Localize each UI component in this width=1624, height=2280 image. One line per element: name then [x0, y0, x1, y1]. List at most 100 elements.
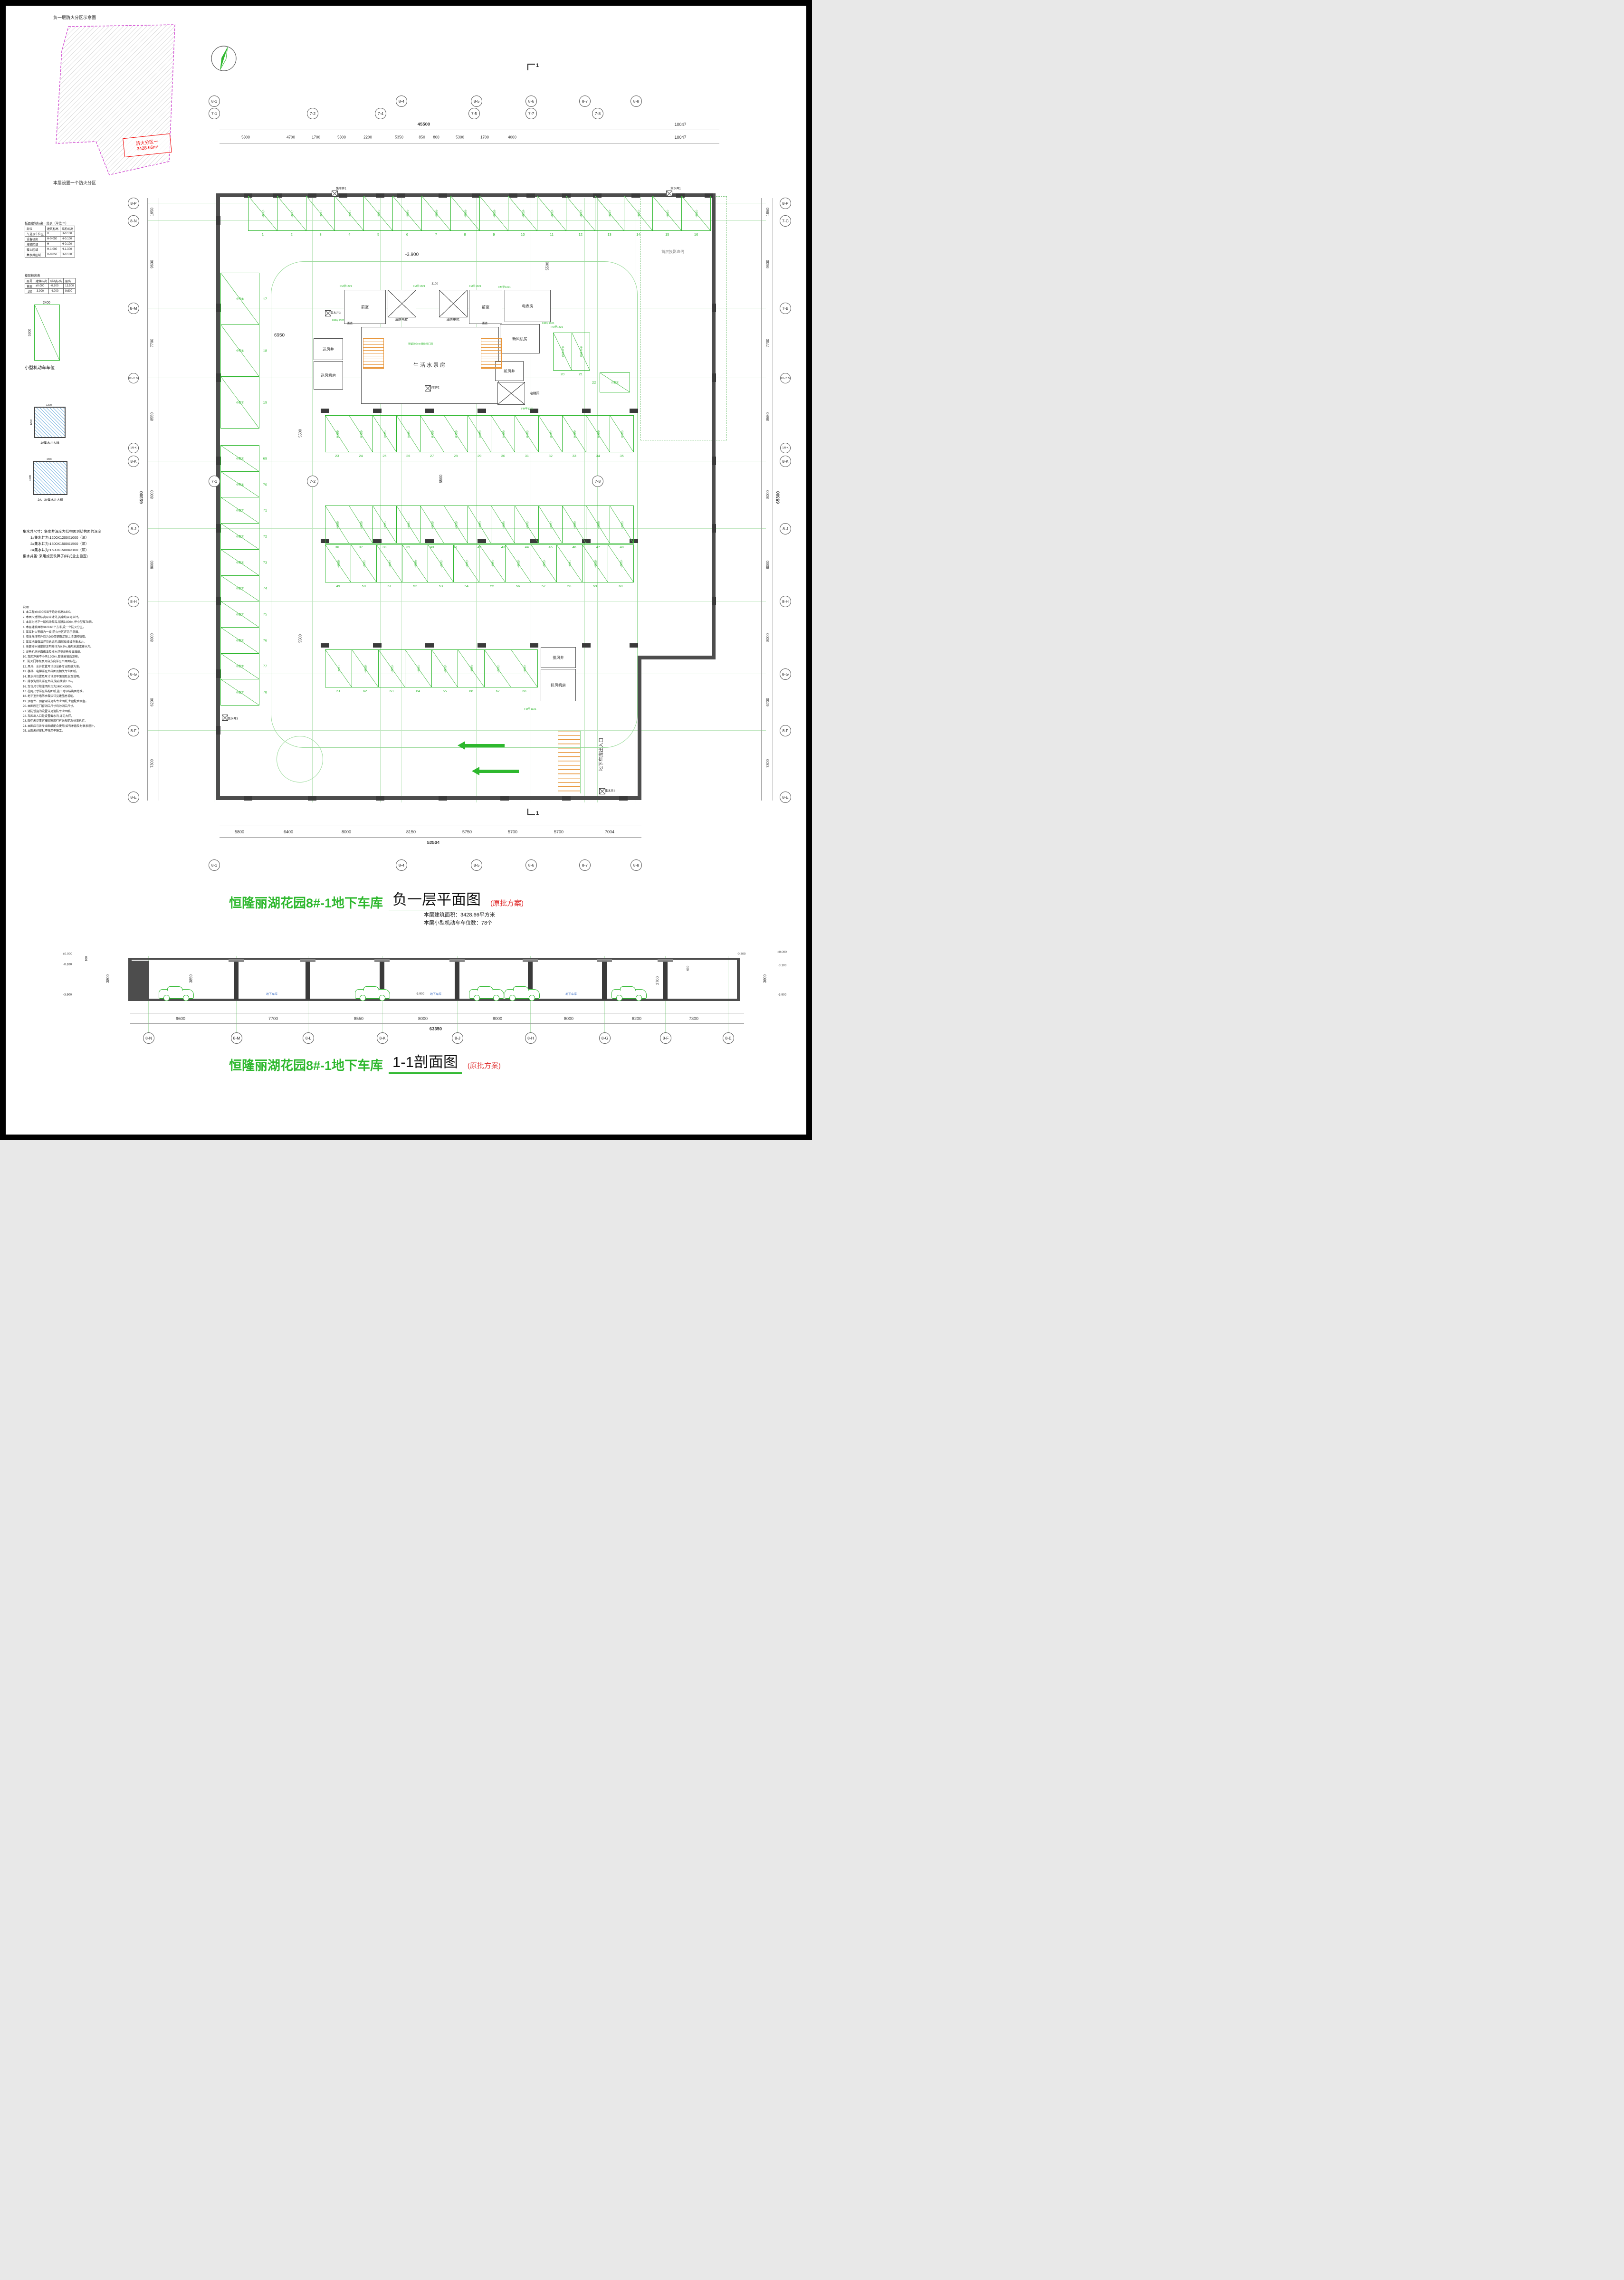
- column: [593, 193, 602, 198]
- stall-number: 51: [387, 584, 392, 588]
- section-floor-label: 地下车库: [565, 993, 577, 996]
- grid-bubble: 8-H: [525, 1032, 536, 1044]
- plan-label: 5500: [298, 634, 303, 643]
- stair-hatch: [481, 338, 502, 369]
- parking-stall: 小型车39: [396, 506, 420, 549]
- stall-number: 50: [362, 584, 366, 588]
- car-wheel-icon: [529, 995, 535, 1001]
- stall-number: 22: [592, 380, 596, 385]
- dimension-label: 5700: [507, 830, 518, 834]
- table-cell: -3.900: [34, 288, 49, 294]
- column: [216, 726, 220, 735]
- wall: [216, 193, 220, 800]
- dimension-label: 65300: [139, 491, 144, 504]
- stall-number: 59: [593, 584, 597, 588]
- project-name: 恒隆丽湖花园8#-1地下车库: [229, 1059, 383, 1073]
- column: [478, 409, 486, 413]
- wall: [638, 656, 641, 800]
- grid-bubble: 8-E: [128, 792, 139, 803]
- grid-bubble: 7-1: [209, 476, 220, 487]
- table-cell: 坡道区域: [24, 241, 46, 247]
- stall-number: 61: [336, 689, 341, 693]
- room: [388, 290, 416, 317]
- stall-type-label: 小型车: [236, 401, 244, 404]
- parking-stall: 小型车42: [468, 506, 492, 549]
- section-beam: [374, 959, 390, 962]
- stall-type-label: 小型车: [579, 209, 582, 218]
- column: [244, 193, 252, 198]
- room: 送风井: [314, 338, 343, 360]
- dimension-label: -0.100: [777, 964, 787, 967]
- grid-bubble: 8-K: [377, 1032, 388, 1044]
- section-slab: [130, 961, 149, 1000]
- column: [472, 193, 480, 198]
- section-slab: [128, 999, 740, 1001]
- wall: [712, 193, 716, 659]
- car-cabin-icon: [363, 986, 379, 991]
- car-wheel-icon: [360, 995, 366, 1001]
- grid-bubble: 8-L/7-A: [128, 373, 139, 383]
- column: [308, 796, 316, 801]
- grid-bubble: 8-H: [780, 596, 791, 607]
- column: [425, 643, 434, 648]
- plan-label: 5500: [545, 262, 550, 270]
- column: [631, 193, 640, 198]
- car-wheel-icon: [183, 995, 189, 1001]
- section-beam: [300, 959, 315, 962]
- stall-type-label: 小型车: [337, 664, 340, 673]
- stall-number: 15: [665, 232, 669, 237]
- dimension-line: [130, 1023, 744, 1024]
- column: [216, 457, 220, 465]
- stall-number: 73: [263, 560, 267, 565]
- stall-type-label: 小型车: [454, 520, 458, 529]
- grid-bubble: 8-M: [128, 303, 139, 314]
- room: 新风机房: [500, 324, 540, 353]
- dimension-label: 1950: [150, 208, 154, 216]
- parking-stall: 小型车 61: [325, 650, 352, 693]
- dimension-label: 6200: [631, 1016, 642, 1021]
- fire-inset-caption: 本层设置一个防火分区: [53, 181, 96, 185]
- sump1-caption: 1#集水井大样: [40, 441, 59, 445]
- stall-type-label: 小型车: [463, 209, 467, 218]
- sump1-top-dim: 1300: [46, 404, 52, 407]
- stall-type-label: 小型车: [261, 209, 264, 218]
- stall-number: 77: [263, 664, 267, 668]
- dimension-label: 8000: [492, 1016, 503, 1021]
- table-cell: 首层: [24, 283, 35, 289]
- dimension-label: 2700: [655, 976, 660, 985]
- car-silhouette: [469, 986, 504, 1001]
- dimension-label: 650: [686, 965, 690, 971]
- stall-type-label: 小型车: [573, 429, 576, 438]
- dimension-label: 3850: [189, 974, 193, 983]
- section-column: [663, 962, 668, 1000]
- dimension-label: -0.100: [63, 963, 72, 966]
- car-wheel-icon: [636, 995, 642, 1001]
- design-note-line: 10. 车库净高不小于2.200m,管线安装后复核。: [23, 656, 81, 659]
- car-silhouette: [611, 986, 647, 1001]
- table-cell: H-1.300: [60, 247, 76, 252]
- stall-number: 76: [263, 638, 267, 643]
- stall-number: 34: [596, 454, 600, 458]
- column: [712, 524, 716, 533]
- table-cell: H-0.100: [60, 236, 76, 242]
- stall-type-label: 小型车: [336, 559, 340, 568]
